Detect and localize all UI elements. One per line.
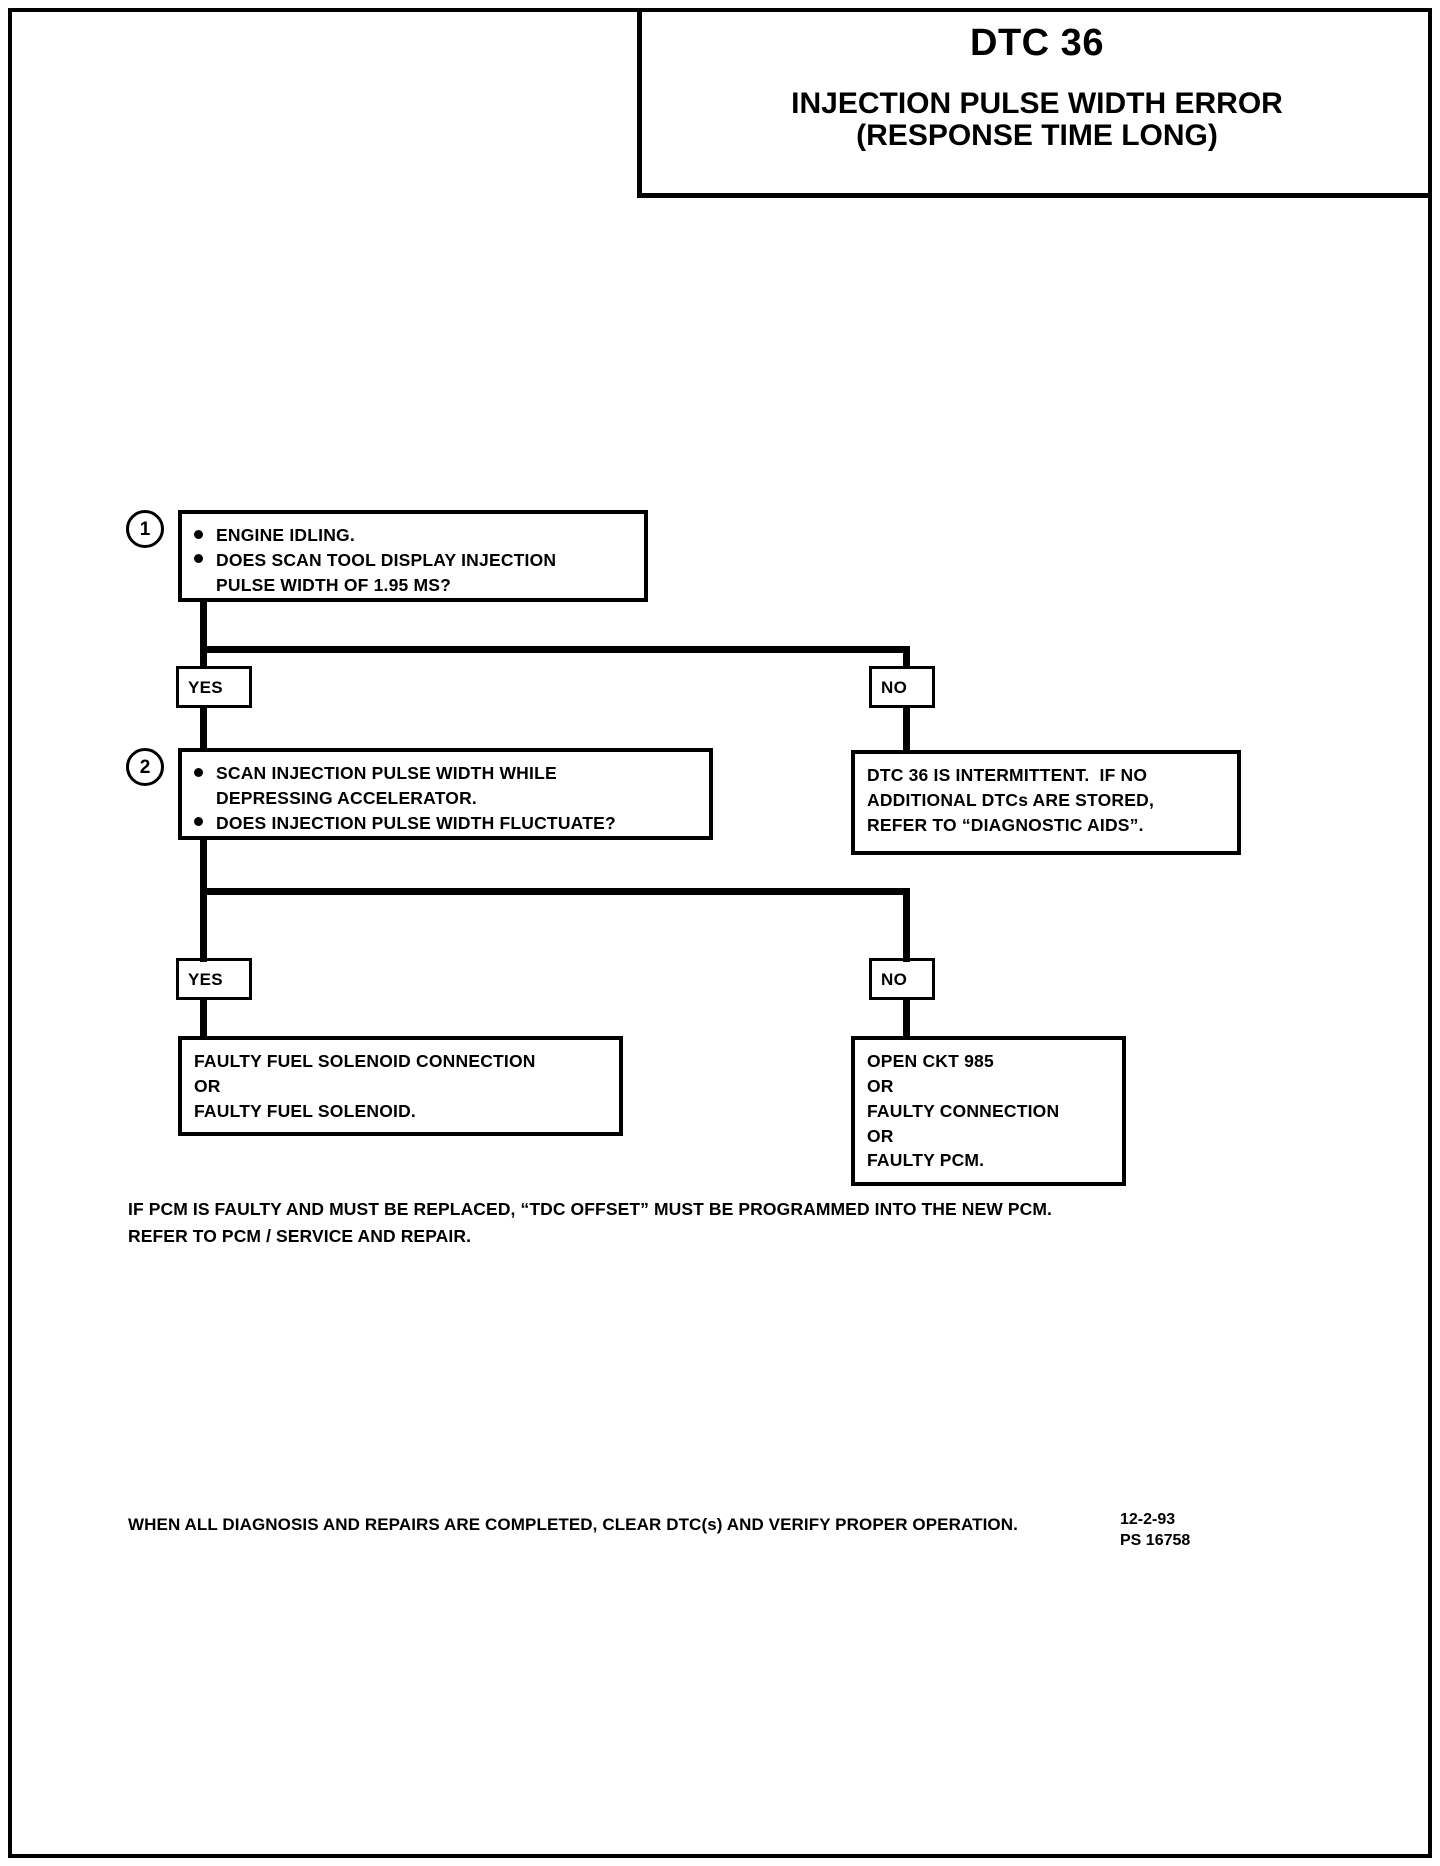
footer-date: 12-2-93 <box>1120 1511 1176 1528</box>
footer-meta: 12-2-93 PS 16758 <box>1120 1510 1310 1552</box>
footer-doc-id: PS 16758 <box>1120 1531 1191 1549</box>
step-number-1: 1 <box>126 510 164 548</box>
connector-step2-branch-bar <box>200 888 910 895</box>
step-2-bullet-1: SCAN INJECTION PULSE WIDTH WHILE DEPRESS… <box>194 761 699 811</box>
step-1-bullet-1: ENGINE IDLING. <box>194 523 634 548</box>
step-1-box: ENGINE IDLING. DOES SCAN TOOL DISPLAY IN… <box>178 510 648 602</box>
header-title-block: DTC 36 INJECTION PULSE WIDTH ERROR (RESP… <box>637 8 1432 198</box>
connector-yes1-to-step2 <box>200 707 207 755</box>
result-no-line-e: FAULTY PCM. <box>867 1150 985 1171</box>
connector-yes2-out <box>200 998 207 1046</box>
intermittent-line-a: DTC 36 IS INTERMITTENT. IF NO <box>867 765 1148 785</box>
connector-no1-to-intermittent <box>903 707 910 751</box>
pcm-note: IF PCM IS FAULTY AND MUST BE REPLACED, “… <box>128 1196 1268 1250</box>
step-1-line-c: PULSE WIDTH OF 1.95 MS? <box>216 574 452 595</box>
footer-instruction: WHEN ALL DIAGNOSIS AND REPAIRS ARE COMPL… <box>128 1515 1018 1534</box>
page-title: DTC 36 <box>970 22 1104 64</box>
result-no-line-c: FAULTY CONNECTION <box>867 1100 1060 1121</box>
intermittent-line-c: REFER TO “DIAGNOSTIC AIDS”. <box>867 814 1144 835</box>
connector-step2-no-down <box>903 888 910 926</box>
bullet-dot-icon <box>194 811 216 835</box>
header-subtitle-line-2: (RESPONSE TIME LONG) <box>856 119 1218 153</box>
step-2-no-label: NO <box>869 958 935 1000</box>
step-number-2: 2 <box>126 748 164 786</box>
connector-no2-out <box>903 998 910 1046</box>
result-no-line-b: OR <box>867 1075 894 1096</box>
connector-step2-down <box>200 838 207 894</box>
step-2-box: SCAN INJECTION PULSE WIDTH WHILE DEPRESS… <box>178 748 713 840</box>
step-1-line-b: DOES SCAN TOOL DISPLAY INJECTION <box>216 549 557 570</box>
connector-step1-down <box>200 600 207 652</box>
result-no-box: OPEN CKT 985 OR FAULTY CONNECTION OR FAU… <box>851 1036 1126 1186</box>
connector-step1-no-down <box>903 646 910 680</box>
intermittent-line-b: ADDITIONAL DTCs ARE STORED, <box>867 789 1155 810</box>
step-2-line-a: SCAN INJECTION PULSE WIDTH WHILE <box>216 763 557 783</box>
step-2-bullet-2: DOES INJECTION PULSE WIDTH FLUCTUATE? <box>194 811 699 836</box>
result-yes-line-c: FAULTY FUEL SOLENOID. <box>194 1100 416 1121</box>
page-border <box>8 8 1432 1858</box>
bullet-dot-icon <box>194 523 216 547</box>
connector-step1-branch-bar <box>200 646 910 653</box>
bullet-dot-icon <box>194 548 216 572</box>
result-no-line-a: OPEN CKT 985 <box>867 1051 994 1071</box>
pcm-note-line-b: REFER TO PCM / SERVICE AND REPAIR. <box>128 1226 472 1247</box>
connector-step1-yes-down <box>200 646 207 680</box>
step-1-no-label: NO <box>869 666 935 708</box>
connector-step2-yes-down <box>200 888 207 926</box>
result-yes-line-a: FAULTY FUEL SOLENOID CONNECTION <box>194 1051 536 1071</box>
connector-yes2-in <box>200 920 207 962</box>
bullet-dot-icon <box>194 761 216 785</box>
step-1-bullet-2: DOES SCAN TOOL DISPLAY INJECTION PULSE W… <box>194 548 634 598</box>
header-subtitle-line-1: INJECTION PULSE WIDTH ERROR <box>791 86 1283 120</box>
step-2-line-c: DOES INJECTION PULSE WIDTH FLUCTUATE? <box>216 812 616 833</box>
result-yes-line-b: OR <box>194 1075 221 1096</box>
step-1-line-a: ENGINE IDLING. <box>216 525 355 545</box>
step-2-line-b: DEPRESSING ACCELERATOR. <box>216 787 477 808</box>
result-no-line-d: OR <box>867 1125 894 1146</box>
connector-no2-in <box>903 920 910 962</box>
step-2-yes-label: YES <box>176 958 252 1000</box>
step-1-yes-label: YES <box>176 666 252 708</box>
result-yes-box: FAULTY FUEL SOLENOID CONNECTION OR FAULT… <box>178 1036 623 1136</box>
pcm-note-line-a: IF PCM IS FAULTY AND MUST BE REPLACED, “… <box>128 1199 1052 1219</box>
intermittent-result-box: DTC 36 IS INTERMITTENT. IF NO ADDITIONAL… <box>851 750 1241 855</box>
